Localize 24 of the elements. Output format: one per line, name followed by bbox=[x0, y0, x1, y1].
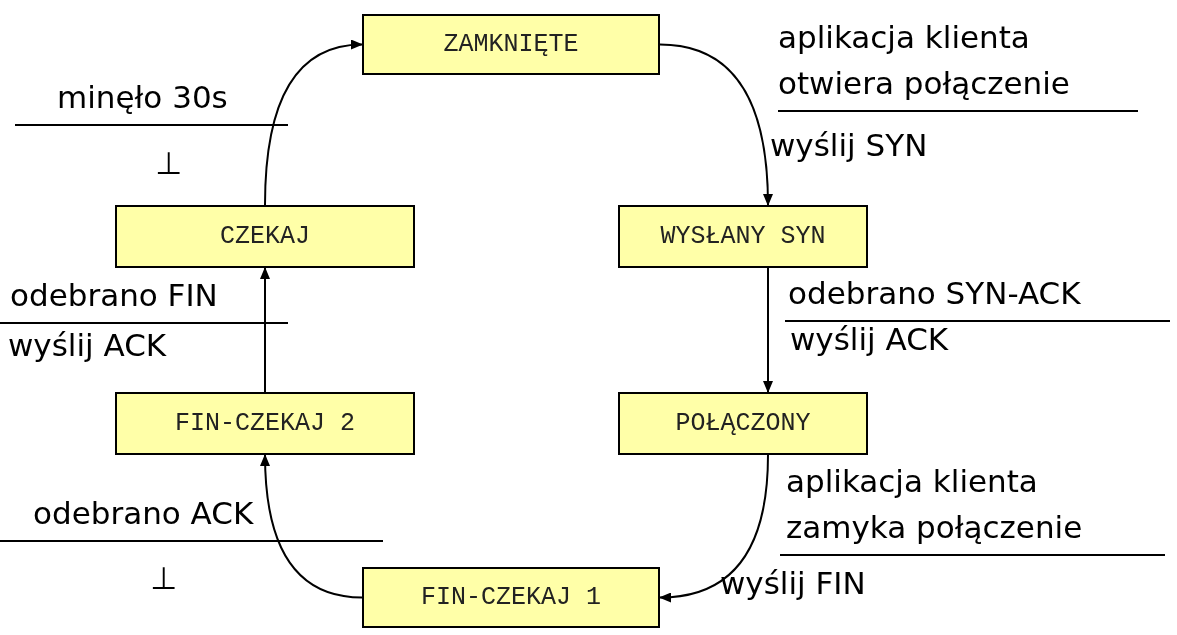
arrow bbox=[260, 267, 270, 393]
transition-condition: minęło 30s bbox=[15, 74, 288, 126]
arrow bbox=[659, 454, 769, 602]
state-box: ZAMKNIĘTE bbox=[362, 14, 660, 75]
transition-action: wyślij SYN bbox=[770, 126, 929, 165]
transition-action: wyślij ACK bbox=[790, 320, 950, 359]
transition-action: ⊥ bbox=[155, 144, 183, 183]
state-box: FIN-CZEKAJ 2 bbox=[115, 392, 415, 455]
state-box: FIN-CZEKAJ 1 bbox=[362, 567, 660, 628]
state-box: POŁĄCZONY bbox=[618, 392, 868, 455]
arrow bbox=[763, 267, 773, 393]
transition-condition: aplikacja klienta otwiera połączenie bbox=[778, 14, 1138, 112]
transition-condition: aplikacja klienta zamyka połączenie bbox=[780, 458, 1165, 556]
transition-condition: odebrano SYN-ACK bbox=[785, 270, 1170, 322]
transition-condition: odebrano FIN bbox=[0, 272, 288, 324]
transition-condition: odebrano ACK bbox=[0, 490, 383, 542]
transition-action: wyślij ACK bbox=[8, 326, 168, 365]
transition-action: ⊥ bbox=[150, 559, 178, 598]
arrow bbox=[260, 454, 363, 599]
transition-action: wyślij FIN bbox=[720, 564, 867, 603]
state-box: CZEKAJ bbox=[115, 205, 415, 268]
arrow bbox=[264, 40, 363, 206]
arrow bbox=[659, 43, 773, 206]
state-box: WYSŁANY SYN bbox=[618, 205, 868, 268]
